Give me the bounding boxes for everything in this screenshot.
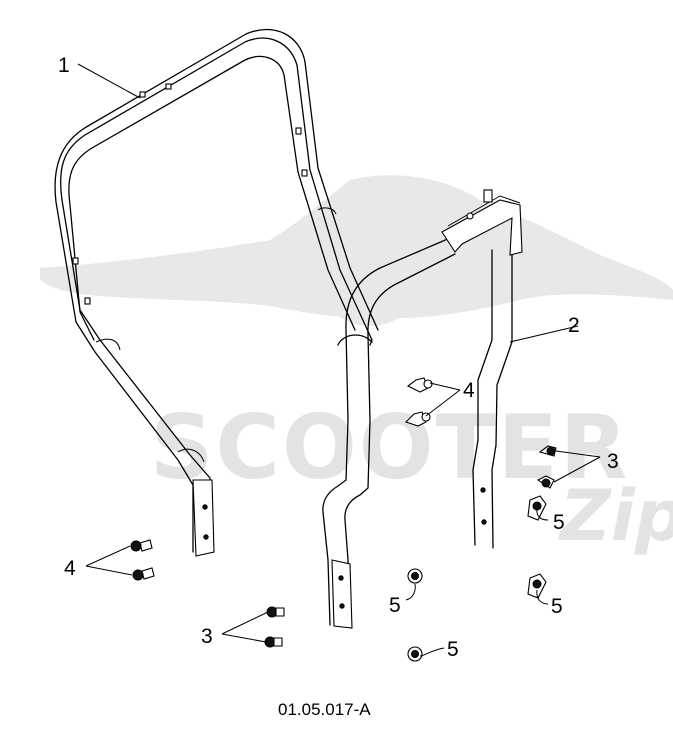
callout-5-a: 5 bbox=[553, 511, 565, 534]
watermark-wheel-icon bbox=[314, 214, 426, 326]
callout-5-b: 5 bbox=[389, 594, 401, 617]
callout-3-right: 3 bbox=[607, 450, 619, 473]
watermark-logo: SCOOTER Zip bbox=[40, 175, 673, 557]
callouts: 1 2 4 3 4 3 5 5 5 5 bbox=[58, 54, 619, 661]
callout-4-center: 4 bbox=[463, 379, 475, 402]
leader-lines bbox=[77, 63, 601, 657]
bolt-4-center-upper bbox=[406, 377, 433, 393]
callout-3-left: 3 bbox=[201, 625, 213, 648]
callout-5-d: 5 bbox=[447, 638, 459, 661]
bolt-3-left-lower bbox=[264, 636, 283, 648]
callout-5-c: 5 bbox=[551, 595, 563, 618]
nut-5-d bbox=[407, 646, 423, 662]
callout-1: 1 bbox=[58, 54, 70, 77]
watermark-sub: Zip bbox=[558, 475, 673, 557]
bolt-3-right-lower bbox=[536, 475, 555, 489]
nut-5-c bbox=[527, 573, 547, 599]
bolt-4-left-lower bbox=[132, 567, 155, 581]
drawing-number: 01.05.017-A bbox=[278, 700, 371, 719]
watermark-brand: SCOOTER bbox=[150, 396, 629, 499]
callout-2: 2 bbox=[568, 314, 580, 337]
frame-right bbox=[322, 189, 523, 629]
frame-left bbox=[54, 29, 379, 557]
bolt-4-left-upper bbox=[130, 539, 153, 552]
nut-5-b bbox=[407, 568, 423, 584]
watermark-swoosh bbox=[40, 175, 673, 319]
bolt-3-right-upper bbox=[538, 445, 557, 457]
bolt-3-left-upper bbox=[266, 606, 285, 618]
callout-4-left: 4 bbox=[64, 557, 76, 580]
